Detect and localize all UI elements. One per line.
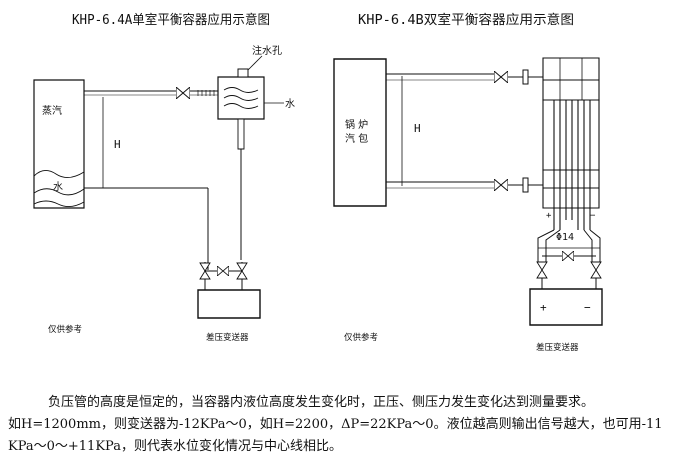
left-valve-pos — [199, 262, 211, 280]
left-transmitter-box — [198, 290, 260, 318]
caption-line-1: 负压管的高度是恒定的，当容器内液位高度发生变化时，正压、侧压力发生变化达到测量要… — [48, 395, 595, 410]
right-valve-neg — [590, 261, 602, 279]
left-top-valve — [176, 87, 190, 99]
right-plus-label: + — [540, 301, 547, 314]
right-balance-valve — [562, 251, 574, 261]
left-steam-drum — [34, 80, 84, 208]
left-water-wave-1 — [34, 170, 84, 177]
right-top-valve — [494, 71, 508, 83]
left-fill-plug — [238, 69, 248, 77]
right-phi-label: Φ14 — [556, 232, 574, 243]
left-h-label: H — [114, 138, 121, 151]
left-fill-hole-label: 注水孔 — [252, 44, 282, 57]
left-water-wave-3 — [34, 201, 84, 207]
right-impulse-lines — [538, 230, 600, 262]
right-transmitter-box — [530, 289, 602, 325]
left-balance-valve — [217, 266, 229, 276]
left-water-label: 水 — [53, 181, 63, 193]
right-h-label: H — [414, 122, 421, 135]
right-transmitter-label: 差压变送器 — [536, 342, 579, 353]
left-water-wave-2 — [34, 189, 84, 195]
left-valve-neg — [236, 262, 248, 280]
left-transmitter-label: 差压变送器 — [206, 332, 249, 343]
right-minus-label: − — [584, 301, 591, 314]
caption-line-2: 如H=1200mm，则变送器为-12KPa～0，如H=2200，ΔP=22KPa… — [8, 417, 663, 432]
right-boiler-line2: 汽 包 — [345, 132, 368, 145]
right-valve-pos — [536, 261, 548, 279]
right-note: 仅供参考 — [344, 332, 378, 343]
left-steam-label: 蒸汽 — [42, 104, 62, 117]
right-minus-small: − — [590, 211, 596, 221]
right-plus-small: + — [546, 211, 552, 221]
diagram-canvas: KHP-6.4A单室平衡容器应用示意图 蒸汽 水 注水孔 水 H — [0, 12, 700, 353]
left-water-right-label: 水 — [285, 98, 295, 110]
right-bottom-valve — [494, 179, 508, 191]
right-boiler-drum — [334, 59, 386, 206]
right-balance-vessel — [543, 58, 599, 230]
left-note: 仅供参考 — [48, 324, 82, 335]
caption-line-3: KPa～0～+11KPa，则代表水位变化情况与中心线相比。 — [8, 439, 342, 454]
right-boiler-line1: 锅 炉 — [345, 119, 368, 131]
right-title: KHP-6.4B双室平衡容器应用示意图 — [358, 12, 574, 28]
description-text: 负压管的高度是恒定的，当容器内液位高度发生变化时，正压、侧压力发生变化达到测量要… — [8, 392, 694, 458]
left-negative-tube — [238, 119, 244, 149]
left-title: KHP-6.4A单室平衡容器应用示意图 — [72, 12, 270, 28]
